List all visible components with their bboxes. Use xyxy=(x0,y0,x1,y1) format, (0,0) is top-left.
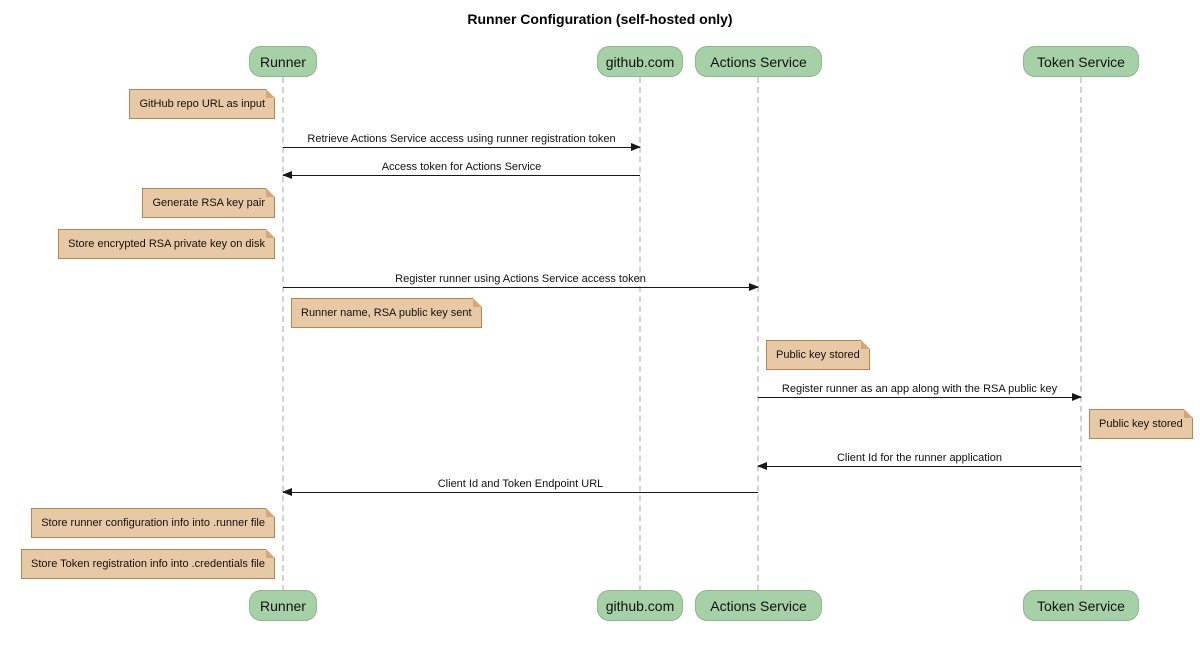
arrow-head xyxy=(757,462,767,470)
message-label: Retrieve Actions Service access using ru… xyxy=(307,133,616,145)
note-text: Generate RSA key pair xyxy=(152,197,265,209)
participant-github-com-top: github.com xyxy=(597,46,683,77)
message-line xyxy=(758,397,1081,398)
message-label: Client Id and Token Endpoint URL xyxy=(437,478,604,490)
participant-token-service-top: Token Service xyxy=(1023,46,1139,77)
note-public-key-stored-ts: Public key stored xyxy=(1089,409,1193,439)
arrow-head xyxy=(282,488,292,496)
participant-label: Runner xyxy=(260,53,306,70)
participant-label: Runner xyxy=(260,597,306,614)
participant-label: github.com xyxy=(605,53,675,70)
note-github-repo-url: GitHub repo URL as input xyxy=(129,89,275,119)
arrow-head xyxy=(1072,393,1082,401)
message-line xyxy=(283,147,640,148)
message-label: Register runner as an app along with the… xyxy=(781,383,1058,395)
participant-label: github.com xyxy=(605,597,675,614)
participant-actions-service-top: Actions Service xyxy=(695,46,822,77)
participant-token-service-bottom: Token Service xyxy=(1023,590,1139,621)
note-store-runner-file: Store runner configuration info into .ru… xyxy=(31,508,275,538)
arrow-head xyxy=(631,143,641,151)
message-line xyxy=(758,466,1081,467)
diagram-title: Runner Configuration (self-hosted only) xyxy=(467,11,733,27)
arrow-head xyxy=(749,283,759,291)
message-line xyxy=(283,287,758,288)
message-line xyxy=(283,492,758,493)
message-label: Client Id for the runner application xyxy=(836,452,1003,464)
message-line xyxy=(283,175,640,176)
participant-runner-top: Runner xyxy=(249,46,317,77)
note-text: Public key stored xyxy=(776,349,860,361)
lifeline-github-com xyxy=(639,77,641,591)
participant-label: Actions Service xyxy=(710,597,807,614)
note-runner-name-sent: Runner name, RSA public key sent xyxy=(291,298,482,328)
note-generate-rsa-key: Generate RSA key pair xyxy=(142,188,275,218)
note-store-credentials-file: Store Token registration info into .cred… xyxy=(21,549,275,579)
participant-label: Token Service xyxy=(1037,597,1125,614)
note-text: Store Token registration info into .cred… xyxy=(31,558,265,570)
lifeline-actions-service xyxy=(757,77,759,591)
note-text: Store runner configuration info into .ru… xyxy=(41,517,265,529)
participant-label: Actions Service xyxy=(710,53,807,70)
note-text: GitHub repo URL as input xyxy=(139,98,265,110)
participant-runner-bottom: Runner xyxy=(249,590,317,621)
participant-github-com-bottom: github.com xyxy=(597,590,683,621)
lifeline-token-service xyxy=(1080,77,1082,591)
note-public-key-stored-as: Public key stored xyxy=(766,340,870,370)
note-text: Store encrypted RSA private key on disk xyxy=(68,238,265,250)
note-text: Public key stored xyxy=(1099,418,1183,430)
note-store-private-key: Store encrypted RSA private key on disk xyxy=(58,229,275,259)
participant-actions-service-bottom: Actions Service xyxy=(695,590,822,621)
lifeline-runner xyxy=(282,77,284,591)
participant-label: Token Service xyxy=(1037,53,1125,70)
message-label: Register runner using Actions Service ac… xyxy=(395,273,646,285)
note-text: Runner name, RSA public key sent xyxy=(301,307,472,319)
message-label: Access token for Actions Service xyxy=(381,161,542,173)
arrow-head xyxy=(282,171,292,179)
